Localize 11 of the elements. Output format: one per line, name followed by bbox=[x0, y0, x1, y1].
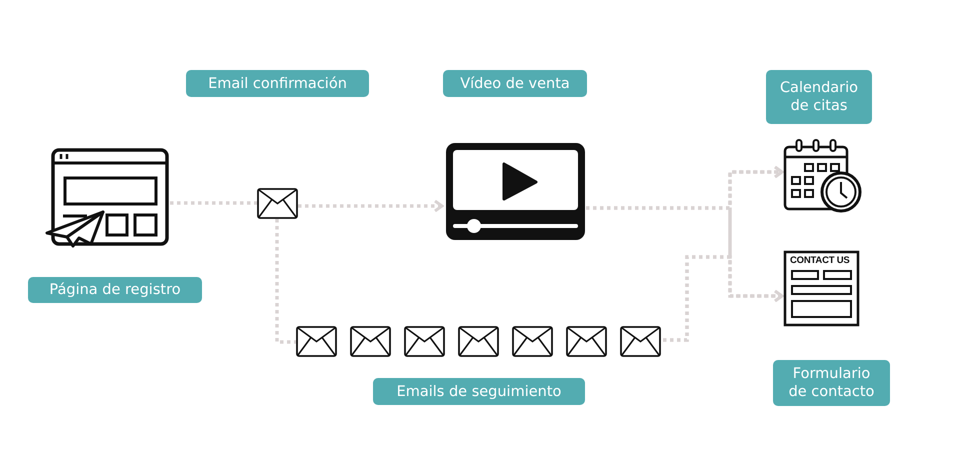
dotted-connector bbox=[298, 200, 444, 212]
caption-badge: Página de registro bbox=[28, 277, 202, 303]
caption-badge: Calendario de citas bbox=[766, 70, 872, 124]
dotted-connector bbox=[170, 201, 257, 205]
caption-badge: Vídeo de venta bbox=[443, 70, 587, 97]
caption-badge: Formulario de contacto bbox=[773, 360, 890, 406]
caption-badge: Email confirmación bbox=[186, 70, 369, 97]
caption-badge: Emails de seguimiento bbox=[373, 378, 585, 405]
dotted-connector bbox=[663, 255, 784, 342]
form-heading: CONTACT US bbox=[790, 255, 850, 266]
dotted-connector bbox=[275, 219, 296, 344]
